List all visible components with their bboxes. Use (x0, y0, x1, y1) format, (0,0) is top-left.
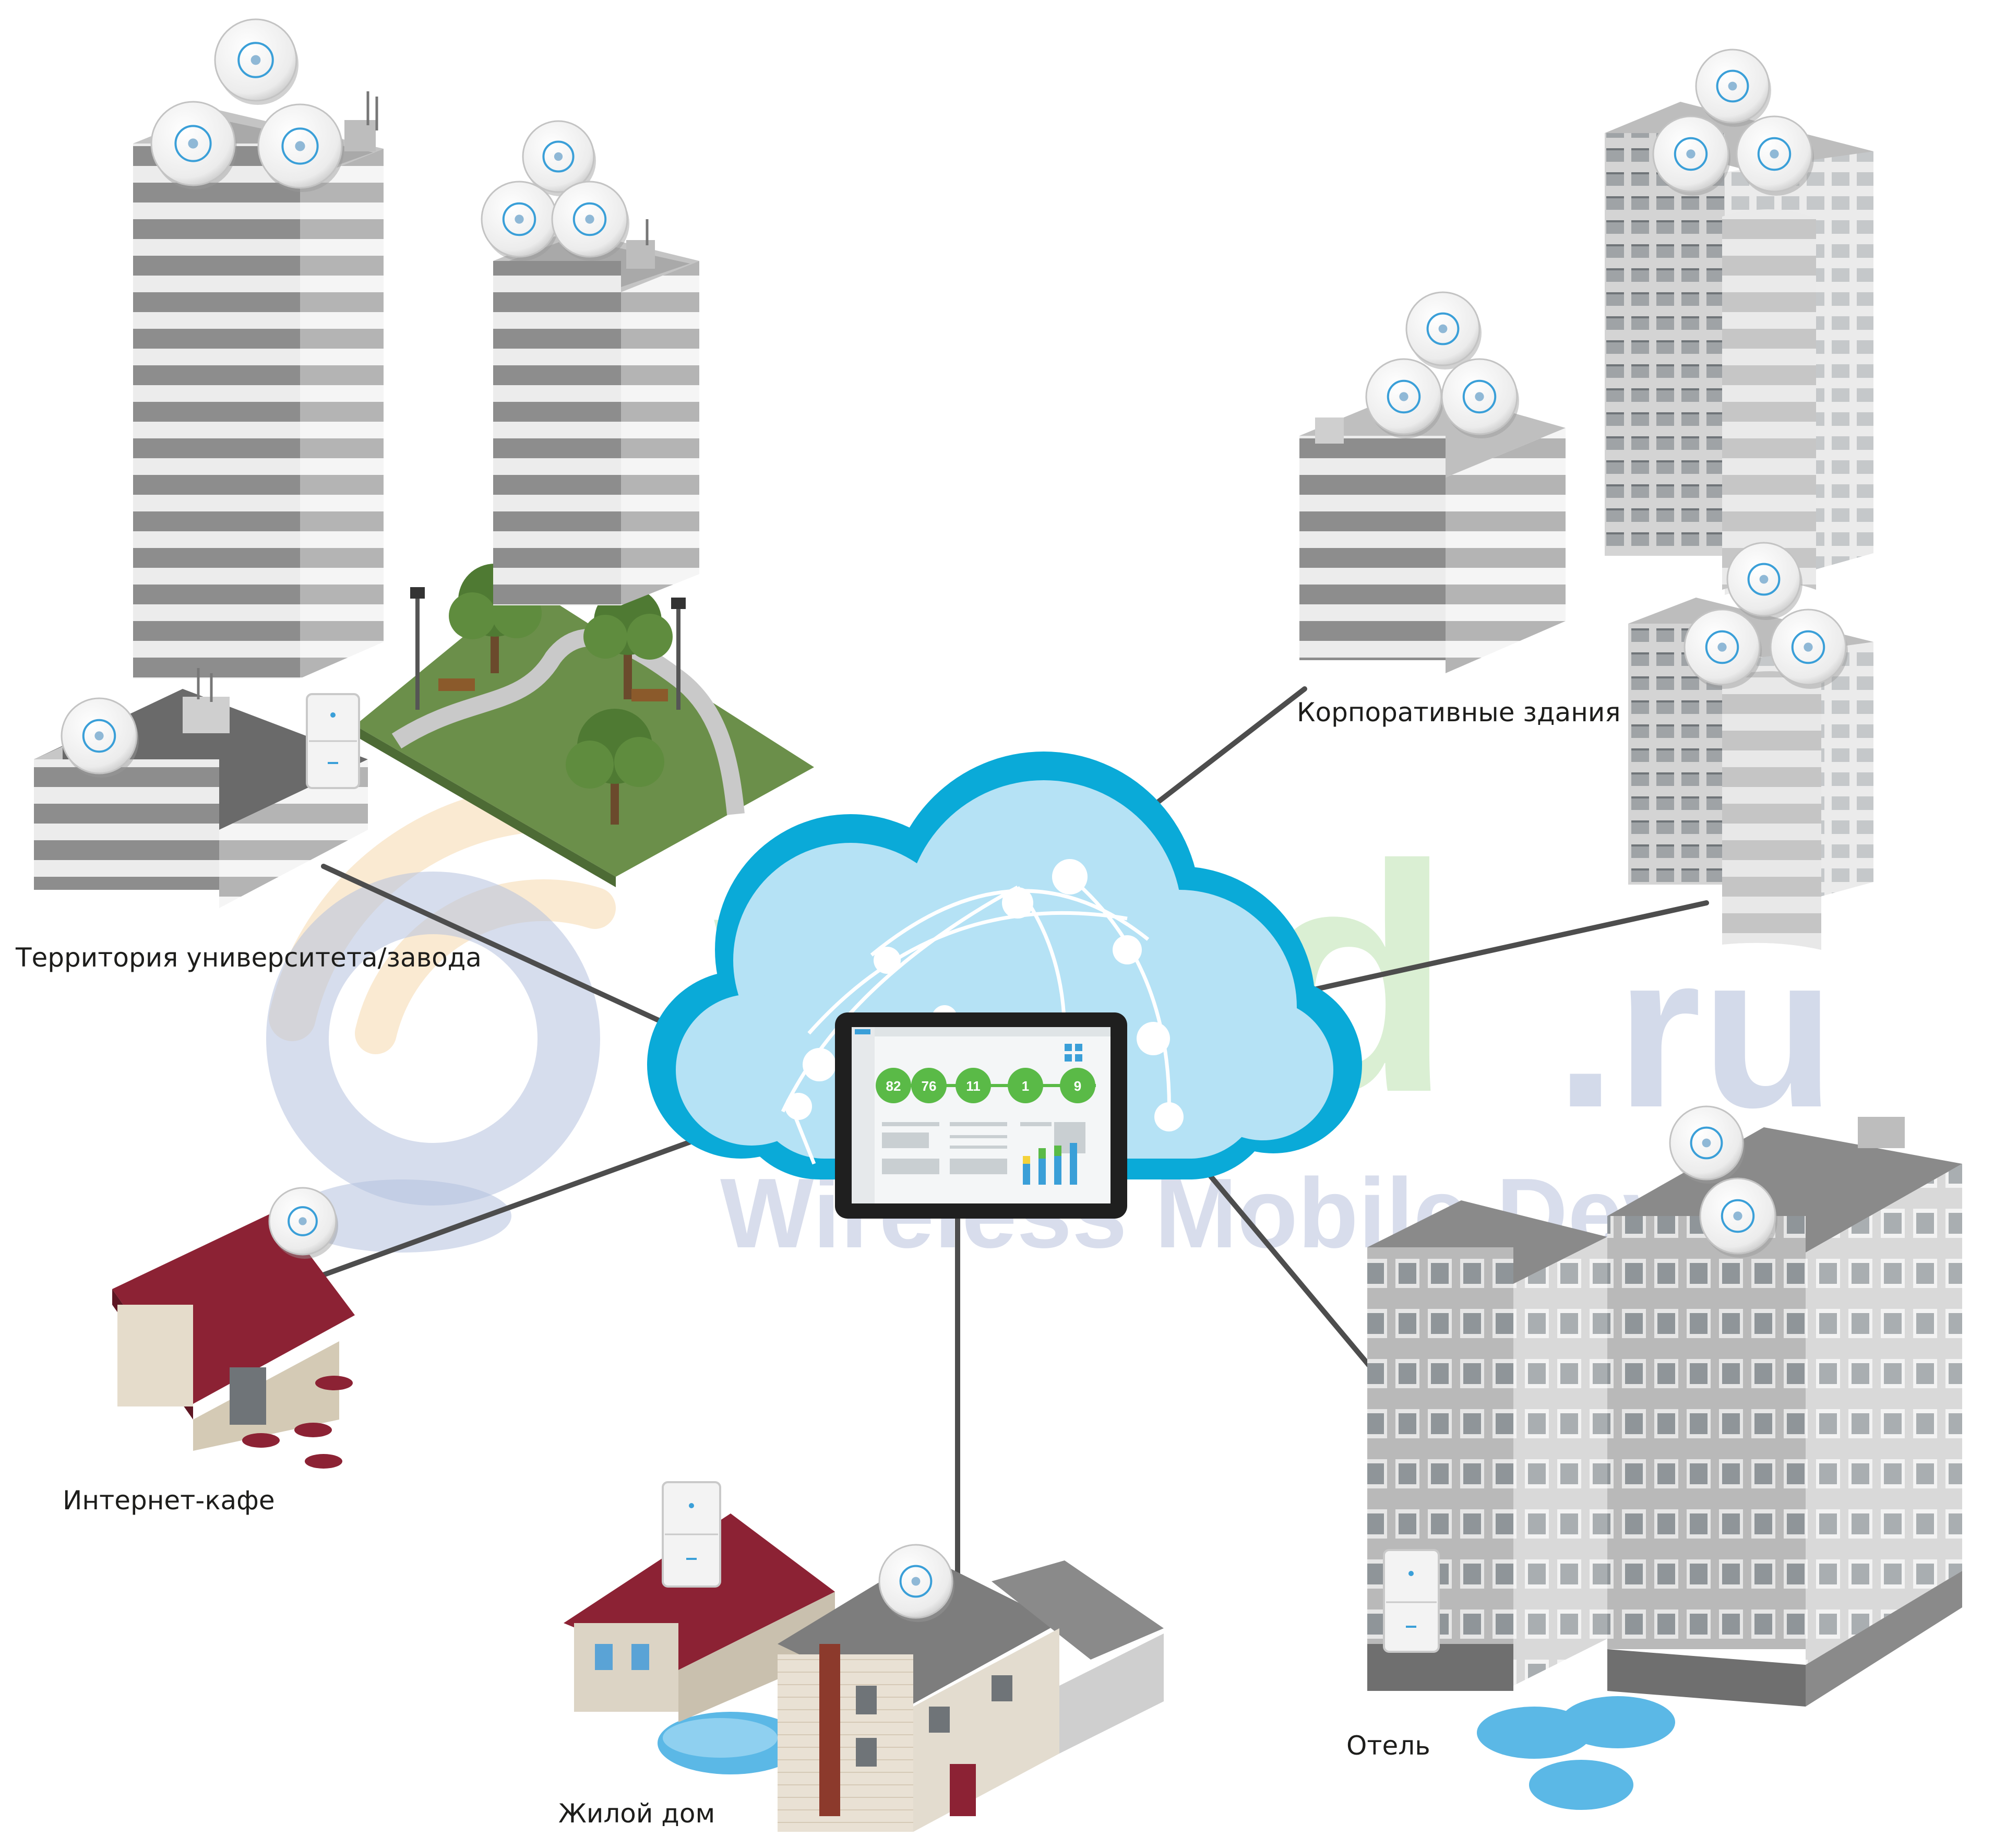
access-point-icon (1770, 609, 1848, 689)
label-cafe: Интернет-кафе (63, 1485, 275, 1516)
link-hotel (1198, 1161, 1391, 1391)
access-point-icon (1695, 49, 1771, 127)
link-campus (321, 864, 712, 1046)
access-point-icon (878, 1544, 954, 1622)
label-corporate: Корпоративные здания (1297, 697, 1621, 728)
access-point-icon (481, 181, 559, 261)
access-point-icon (1405, 291, 1482, 369)
access-point-icon (150, 101, 237, 189)
access-point-icon (1652, 115, 1730, 196)
corporate-group (1299, 102, 1873, 950)
access-point-icon (1736, 115, 1814, 196)
campus-group (34, 91, 814, 908)
campus-tower-medium (493, 219, 699, 605)
dashboard-bars (1023, 1143, 1077, 1185)
dashboard-stat: 82 (876, 1068, 911, 1103)
access-point-layer (61, 18, 1848, 1622)
wall-ap-unit (1383, 1549, 1440, 1653)
svg-text:11: 11 (966, 1078, 981, 1094)
residential-group (564, 1513, 1164, 1832)
access-point-icon (1699, 1177, 1777, 1258)
tablet-dashboard: 82 76 11 1 9 (835, 1012, 1127, 1219)
cafe-wall (117, 1305, 193, 1406)
svg-text:9: 9 (1074, 1078, 1081, 1094)
access-point-icon (61, 697, 139, 778)
wall-ap-unit (306, 693, 360, 789)
hotel-group (1367, 1117, 1962, 1810)
link-cafe (311, 1125, 733, 1281)
residential-house-back (564, 1513, 835, 1722)
dashboard-stat: 1 (1008, 1068, 1043, 1103)
label-hotel: Отель (1346, 1731, 1430, 1761)
svg-text:76: 76 (922, 1078, 937, 1094)
connector-lines (311, 686, 1709, 1589)
dashboard-stat: 76 (911, 1068, 947, 1103)
access-point-icon (1365, 358, 1443, 438)
access-point-icon (1441, 358, 1519, 438)
dashboard-stat: 9 (1060, 1068, 1095, 1103)
svg-text:82: 82 (886, 1078, 901, 1094)
svg-text:1: 1 (1022, 1078, 1029, 1094)
street-lamp (410, 587, 686, 710)
access-point-icon (257, 103, 344, 192)
cafe-table (242, 1376, 353, 1469)
access-point-icon (522, 120, 596, 196)
access-point-icon (1726, 542, 1802, 620)
access-point-icon (551, 181, 629, 261)
park-tree (583, 587, 673, 699)
wall-ap-unit (662, 1481, 721, 1588)
access-point-icon (268, 1187, 338, 1259)
hotel-tower-right (1607, 1117, 1962, 1707)
residential-house-main (778, 1555, 1164, 1832)
corporate-building-small (1299, 386, 1566, 673)
cafe-group (112, 1211, 355, 1469)
access-point-icon (214, 18, 298, 105)
cloud-nodes (785, 859, 1184, 1131)
park-tree (566, 709, 664, 825)
link-corporate-b (1302, 900, 1709, 994)
corporate-tower-lower (1628, 598, 1873, 950)
access-point-icon (1683, 609, 1762, 689)
campus-tower-tall (133, 91, 384, 678)
dashboard-stat: 11 (956, 1068, 991, 1103)
label-residential: Жилой дом (558, 1798, 715, 1829)
access-point-icon (1669, 1105, 1745, 1184)
park-bench (438, 678, 668, 701)
corporate-tower-upper (1605, 102, 1873, 595)
label-campus: Территория университета/завода (16, 943, 482, 973)
